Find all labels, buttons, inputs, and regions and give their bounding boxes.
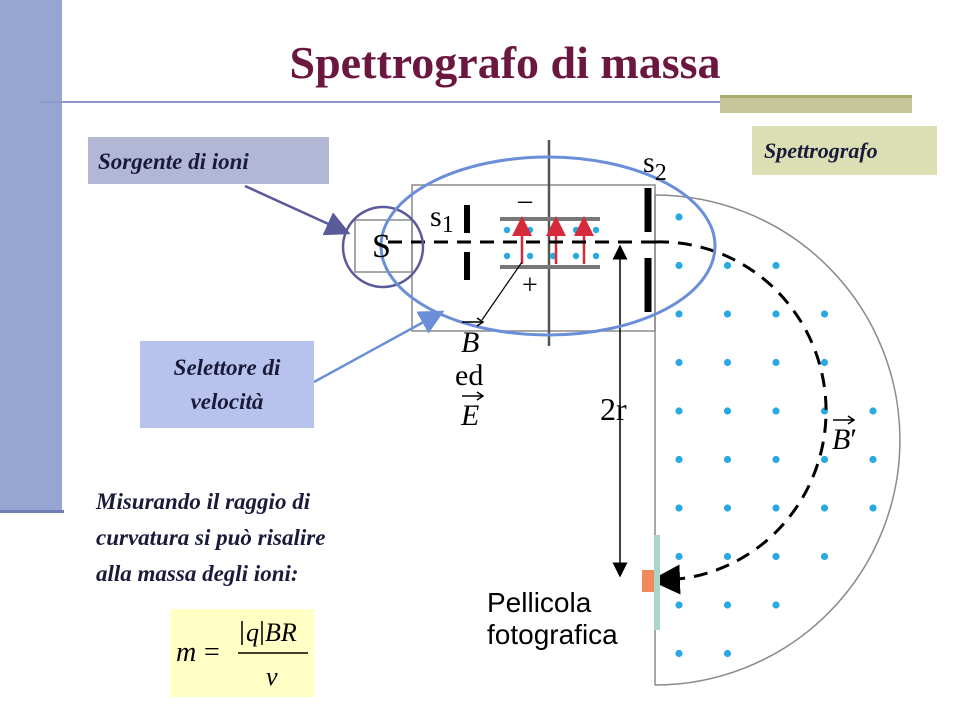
source-box — [354, 219, 413, 273]
mass-formula: m = q BR v — [176, 618, 308, 691]
field-dot — [723, 504, 732, 512]
field-dot — [675, 601, 683, 609]
selector-pointer-arrow — [313, 310, 445, 384]
positive-plate-sign: + — [522, 270, 538, 301]
field-dot — [772, 310, 780, 318]
field-dot — [820, 310, 829, 318]
negative-plate-sign: – — [517, 185, 533, 216]
selector-field-dot — [572, 226, 580, 234]
selector-field-dot — [503, 252, 511, 260]
field-b-prime-dots — [675, 213, 877, 658]
field-dot — [869, 407, 877, 415]
field-b-vector-arrow — [462, 317, 485, 327]
field-dot — [772, 552, 780, 561]
field-dot — [675, 455, 683, 464]
spectrograph-label: Spettrografo — [752, 126, 937, 175]
field-dot — [675, 552, 683, 561]
field-dot — [723, 310, 732, 318]
description-line-1: Misurando il raggio di — [96, 489, 311, 514]
field-b-prime-label: B′ — [832, 423, 857, 456]
selector-field-dot — [572, 252, 580, 260]
formula-equals: = — [204, 637, 220, 668]
field-dot — [723, 601, 732, 609]
decorative-side-bar-rule — [0, 510, 64, 513]
selector-highlight-ellipse — [379, 155, 717, 337]
ion-source-label: Sorgente di ioni — [88, 137, 329, 184]
description-line-2: curvatura si può risalire — [96, 525, 326, 550]
electric-field-arrows — [512, 216, 594, 264]
field-dot — [820, 455, 829, 464]
title-underline — [40, 101, 910, 103]
field-e-label: E — [460, 399, 479, 432]
field-dot — [723, 552, 732, 561]
source-symbol: S — [372, 228, 391, 265]
field-dot — [675, 649, 683, 658]
field-dot — [772, 407, 780, 415]
field-dot — [723, 649, 732, 658]
field-dot — [675, 407, 683, 415]
formula-charge: q — [246, 618, 259, 647]
page-title: Spettrografo di massa — [289, 37, 721, 88]
selector-field-dot — [592, 252, 600, 260]
spectrograph-chamber — [654, 194, 901, 686]
selector-chamber — [411, 184, 656, 332]
film-label-line-1: Pellicola — [487, 587, 592, 618]
field-dot — [772, 358, 780, 367]
mass-formula-box: m = q BR v — [170, 609, 314, 697]
field-dot — [675, 261, 683, 270]
decorative-side-bar — [0, 0, 62, 512]
field-dot — [820, 504, 829, 512]
velocity-selector-label: Selettore di velocità — [140, 341, 314, 428]
selector-field-dot — [549, 252, 557, 260]
title-accent-bar — [720, 95, 912, 113]
field-dot — [820, 358, 829, 367]
field-dot — [675, 504, 683, 512]
description-line-3: alla massa degli ioni: — [96, 561, 299, 586]
film-label-line-2: fotografica — [487, 619, 618, 650]
field-dot — [772, 455, 780, 464]
field-dot — [869, 455, 877, 464]
field-dot — [723, 407, 732, 415]
field-dot — [675, 358, 683, 367]
field-dot — [772, 601, 780, 609]
field-dot — [723, 455, 732, 464]
b-field-pointer — [481, 261, 523, 321]
source-highlight-circle — [341, 205, 425, 289]
field-dot — [820, 552, 829, 561]
ion-impact-mark — [642, 570, 654, 592]
ion-beam-arc — [650, 240, 828, 595]
diameter-label: 2r — [600, 391, 627, 427]
selector-field-dot — [592, 226, 600, 234]
field-dot — [772, 261, 780, 270]
description-text: Misurando il raggio di curvatura si può … — [96, 484, 456, 592]
field-b-prime-vector-arrow — [833, 415, 856, 425]
selector-field-dot — [526, 252, 534, 260]
field-dot — [772, 504, 780, 512]
selector-field-dot — [526, 226, 534, 234]
formula-numerator-rest: BR — [265, 618, 297, 647]
selector-field-dot — [503, 226, 511, 234]
field-e-vector-arrow — [462, 391, 485, 401]
velocity-selector-label-line-1: Selettore di — [173, 355, 281, 380]
photographic-film-strip — [654, 535, 660, 630]
velocity-selector-label-line-2: velocità — [190, 389, 264, 414]
formula-denominator: v — [266, 662, 278, 691]
formula-lhs: m — [176, 637, 196, 668]
and-label: ed — [455, 359, 483, 392]
slit-1-label: s1 — [430, 200, 454, 238]
field-b-label: B — [461, 326, 479, 359]
source-pointer-arrow — [244, 184, 351, 236]
field-dot — [723, 358, 732, 367]
slit-2-label: s2 — [643, 146, 667, 186]
field-dot — [675, 310, 683, 318]
field-dot — [869, 504, 877, 512]
field-dot — [723, 261, 732, 270]
field-dot — [675, 213, 683, 221]
